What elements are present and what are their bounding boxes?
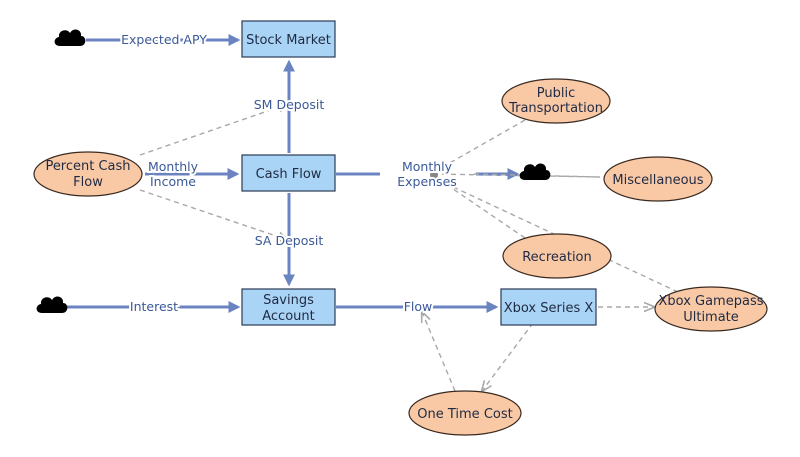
stock-cash-flow[interactable]: Cash Flow <box>241 154 336 192</box>
link-percent-to-sm-deposit <box>139 104 288 156</box>
variable-one-time-cost-label: One Time Cost <box>417 407 512 422</box>
variable-public-transportation-label-2: Transportation <box>508 101 603 116</box>
link-xbox-to-one-time-cost <box>482 322 534 391</box>
flow-pipes <box>66 34 601 313</box>
link-one-time-cost-to-flow <box>422 312 456 392</box>
variable-percent-cash-flow-label-1: Percent Cash <box>45 159 130 174</box>
variable-miscellaneous[interactable]: Miscellaneous <box>603 156 713 202</box>
variable-xbox-gamepass-ultimate-label-1: Xbox Gamepass <box>658 294 763 309</box>
flow-labels: Expected APY SM Deposit Monthly Income M… <box>119 30 459 316</box>
variable-public-transportation-label-1: Public <box>537 86 575 101</box>
flow-label-flow[interactable]: Flow <box>402 297 435 316</box>
flow-label-interest[interactable]: Interest <box>128 297 180 316</box>
cloud-icon <box>36 296 68 313</box>
flow-label-monthly-expenses-1[interactable]: Monthly <box>400 157 455 176</box>
stock-cash-flow-label: Cash Flow <box>256 167 322 182</box>
variable-xbox-gamepass-ultimate-label-2: Ultimate <box>683 310 739 325</box>
stock-stock-market[interactable]: Stock Market <box>241 20 336 58</box>
stock-xbox-series-x[interactable]: Xbox Series X <box>500 288 597 326</box>
flow-label-monthly-income-1[interactable]: Monthly <box>146 157 201 176</box>
variable-one-time-cost[interactable]: One Time Cost <box>408 390 522 436</box>
flow-label-sm-deposit[interactable]: SM Deposit <box>252 95 327 114</box>
monthly-expenses-valve <box>430 171 438 179</box>
variable-public-transportation[interactable]: Public Transportation <box>501 78 611 124</box>
variable-xbox-gamepass-ultimate[interactable]: Xbox Gamepass Ultimate <box>654 286 768 332</box>
variable-percent-cash-flow[interactable]: Percent Cash Flow <box>33 151 143 197</box>
flow-label-expected-apy[interactable]: Expected APY <box>119 30 209 49</box>
cloud-icon <box>54 29 86 47</box>
variable-recreation[interactable]: Recreation <box>502 233 612 279</box>
stock-stock-market-label: Stock Market <box>246 33 331 48</box>
stock-savings-account-label-1: Savings <box>263 293 314 308</box>
link-recreation-to-expenses <box>433 175 526 239</box>
flow-label-monthly-income-2[interactable]: Income <box>148 172 198 191</box>
stock-savings-account-label-2: Account <box>262 309 315 324</box>
variable-percent-cash-flow-label-2: Flow <box>73 175 103 190</box>
stock-xbox-series-x-label: Xbox Series X <box>504 301 594 316</box>
variable-recreation-label: Recreation <box>522 250 592 265</box>
stock-savings-account[interactable]: Savings Account <box>241 288 336 326</box>
variable-miscellaneous-label: Miscellaneous <box>612 173 703 188</box>
flow-label-monthly-expenses-2[interactable]: Expenses <box>395 172 459 191</box>
cloud-icon <box>519 163 551 180</box>
link-percent-to-sa-deposit <box>139 189 288 240</box>
flow-label-sa-deposit[interactable]: SA Deposit <box>253 231 326 250</box>
